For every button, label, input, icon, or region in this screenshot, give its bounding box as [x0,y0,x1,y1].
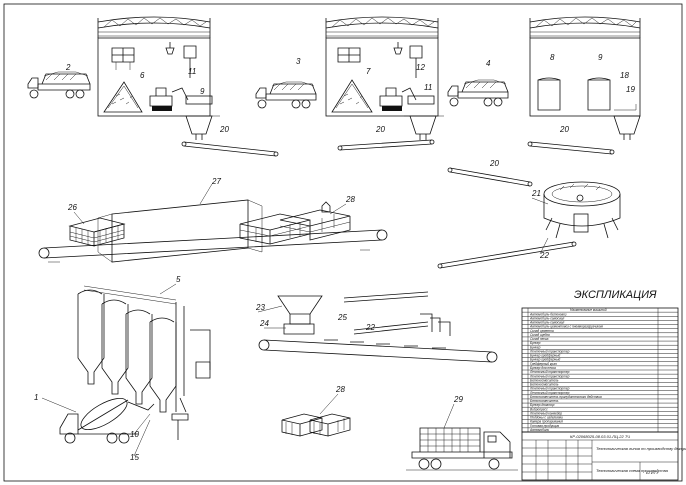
flatbed-truck-29 [406,427,518,471]
label-22a: 22 [365,323,375,332]
legend-row: Грейферный кран [530,362,557,366]
label-11b: 11 [424,83,432,92]
warehouse-2 [325,16,444,140]
legend-row: Бункер-дозатор [530,403,555,407]
label-20d: 20 [489,159,499,168]
belt-conveyor-22-upper [437,241,577,269]
stamp-org: БГИТУ [646,470,659,475]
warehouse-3 [529,16,641,140]
legend-row: Ленточный транспортер [529,370,570,374]
pallets-28-lower [281,413,351,437]
label-6: 6 [140,71,145,80]
label-27: 27 [211,177,221,186]
label-10: 10 [130,430,139,439]
legend-row: Склад цемента [530,329,554,333]
label-4: 4 [486,59,491,68]
legend-row: Автомобиль-цементовоз с пневморазгрузчик… [529,325,604,329]
legend-row: Ленточный транспортер [529,391,570,395]
concrete-mixer-21 [543,181,621,239]
dump-truck-4 [447,79,509,107]
legend-row: Бетоносмеситель [530,378,559,382]
label-8: 8 [550,53,555,62]
label-3: 3 [296,57,301,66]
warehouse-1 [97,16,220,140]
legend-row: Ленточный транспортер [529,349,570,353]
title-block: КР-02068025-08.03.01-ПЦ.22 ТЧ Технологич… [521,431,686,481]
legend-row: Автомобиль [529,428,549,432]
legend-row: Склад песка [530,337,549,341]
label-28b: 28 [335,385,345,394]
label-2: 2 [65,63,71,72]
legend-row: Поддоны с изделиями [530,416,563,420]
cement-truck-1 [59,397,155,444]
label-9a: 9 [598,53,603,62]
label-23: 23 [255,303,265,312]
legend-row: Ленточный транспортер [529,374,570,378]
label-20c: 20 [559,125,569,134]
label-20b: 20 [375,125,385,134]
label-18: 18 [620,71,629,80]
label-15: 15 [130,453,139,462]
legend-row: Бетоносмеситель [530,383,559,387]
cement-silos-5 [77,285,211,440]
legend-row: Камера пропаривания [530,420,563,424]
callout-labels: 1 2 3 4 5 6 7 8 9 9 10 11 11 12 15 18 19… [34,53,635,462]
label-7: 7 [366,67,371,76]
label-9b: 9 [200,87,205,96]
label-21: 21 [531,189,541,198]
pallets-28-upper [239,201,351,245]
legend-row: Бункер грейферный [530,358,561,362]
legend-row: Склад щебня [530,333,550,337]
dump-truck-2 [27,71,91,99]
dump-truck-3 [255,81,317,109]
legend-row: Вибропресс [530,407,548,411]
label-26: 26 [67,203,77,212]
legend-header: Наименование машиной [570,308,607,312]
label-22b: 22 [539,251,549,260]
stamp-theme: Технологическая линия по производству де… [596,446,686,451]
leader-lines [41,183,549,457]
legend-row: Бетоносмеситель принудительного действия [530,395,602,399]
label-29: 29 [453,395,463,404]
legend-row: Ленточный конвейер [529,411,562,415]
legend-row: Бункер [530,345,541,349]
label-24: 24 [259,319,269,328]
legend-row: Автомобиль-бетоновоз [529,312,567,316]
legend-row: Автомобиль-самосвал [529,316,564,320]
legend-row: Бетоносмеситель [530,399,559,403]
legend-row: Бункер грейферный [530,354,561,358]
legend-row: Готовая продукция [530,424,559,428]
stamp-code: КР-02068025-08.03.01-ПЦ.22 ТЧ [570,434,630,439]
label-12: 12 [416,63,425,72]
label-20a: 20 [219,125,229,134]
legend-row: Автомобиль-самосвал [529,321,564,325]
belt-conveyors-20 [181,139,615,187]
label-11a: 11 [188,67,196,76]
label-19: 19 [626,85,635,94]
label-28a: 28 [345,195,355,204]
legend-table: Наименование машинойАвтомобиль-бетоновоз… [521,307,679,433]
stamp-sheet-name: Технологическая схема производства [596,468,669,473]
legend-row: Бункер [530,341,541,345]
pallets-26 [68,217,126,247]
label-25: 25 [337,313,347,322]
legend-row: Бункер для песка [530,366,556,370]
vibropress-line [258,291,498,363]
steam-chamber-27 [38,199,388,263]
label-5: 5 [176,275,181,284]
sheet-border [3,3,683,482]
label-1: 1 [34,393,38,402]
legend-title: ЭКСПЛИКАЦИЯ [574,289,657,301]
legend-row: Ленточный транспортер [529,387,570,391]
